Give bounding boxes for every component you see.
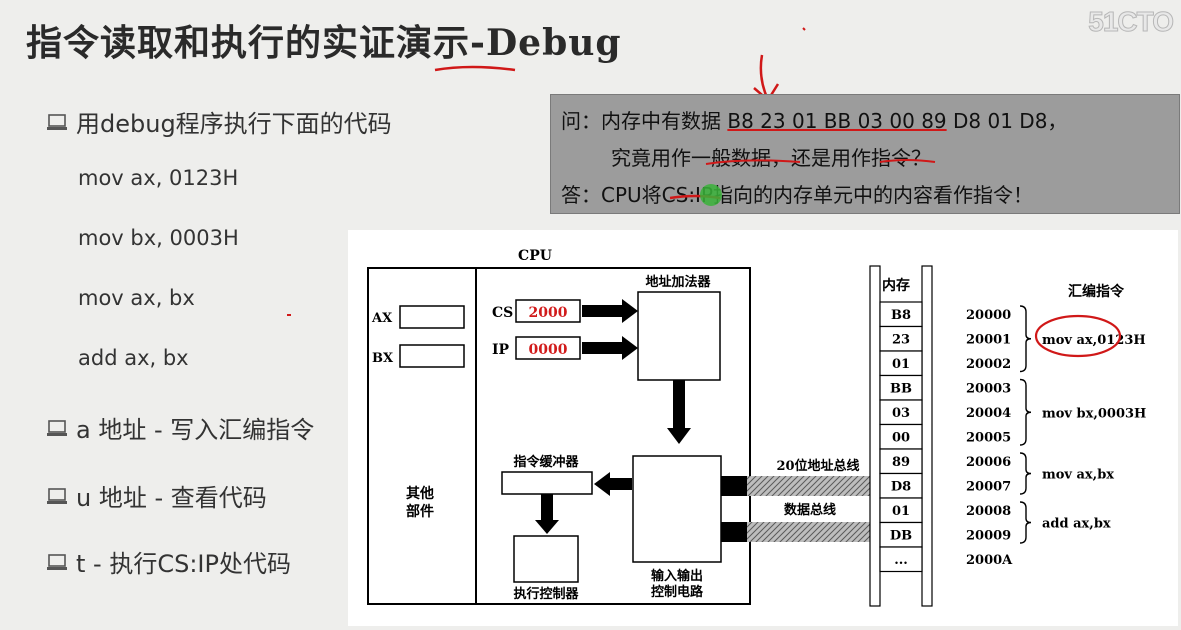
answer-line: 答：CPU将CS:IP指向的内存单元中的内容看作指令！ [561,183,1034,207]
bullet-text: a 地址 - 写入汇编指令 [76,416,315,444]
bullet-text: u 地址 - 查看代码 [76,484,267,512]
asm-instruction: mov bx,0003H [1042,406,1146,421]
memory-address: 20004 [966,406,1011,421]
question-line: 问：内存中有数据 B8 23 01 BB 03 00 89 D8 01 D8， [561,109,1068,133]
memory-address: 20000 [966,308,1011,323]
code-line: mov ax, 0123H [78,166,239,190]
asm-title: 汇编指令 [1068,283,1125,300]
bullet-u-command: u 地址 - 查看代码 [46,478,267,513]
memory-value: D8 [891,480,911,495]
bullet-text: t - 执行CS:IP处代码 [76,550,291,578]
execution-controller [513,535,579,583]
brace [1019,378,1032,446]
address-bus [747,476,870,496]
memory-value: 00 [892,431,910,446]
cpu-label: CPU [518,248,552,264]
qa-box: 问：内存中有数据 B8 23 01 BB 03 00 89 D8 01 D8， … [550,94,1180,214]
ip-value: 0000 [529,342,568,358]
memory-value: DB [890,529,912,544]
cs-register [515,299,581,323]
io-label: 输入输出 [651,568,703,584]
io-control-circuit [632,455,722,563]
brace [1019,452,1032,495]
memory-address: 20001 [966,333,1011,348]
ax-label: AX [371,311,393,326]
memory-value: 89 [892,455,910,470]
annotation-circle [1034,314,1122,358]
other-parts-label: 部件 [406,503,434,520]
address-adder [637,291,721,381]
buffer-label: 指令缓冲器 [513,454,579,470]
memory-address: 20008 [966,504,1011,519]
memory-value: B8 [891,308,911,323]
bx-label: BX [372,351,394,366]
memory-value: ... [894,553,908,568]
memory-value: 01 [892,357,910,372]
bullet-t-command: t - 执行CS:IP处代码 [46,544,291,579]
bullet-text: 用debug程序执行下面的代码 [76,110,392,138]
asm-instruction: mov ax,0123H [1042,333,1146,348]
other-parts-label: 其他 [406,485,434,502]
memory-title: 内存 [882,277,910,294]
memory-cell [879,448,923,475]
brace [1019,305,1032,373]
code-line: mov ax, bx [78,286,195,310]
cs-label: CS [492,305,513,321]
laptop-icon [47,419,67,436]
cpu-memory-diagram: CPU AX BX 其他 部件 CS 2000 IP 0000 地址加法器 输入… [348,230,1178,626]
memory-cell [879,472,923,499]
instruction-buffer [501,471,593,495]
memory-cell [879,350,923,377]
memory-address: 20009 [966,529,1011,544]
laptop-icon [47,553,67,570]
ip-register [515,336,581,360]
question-line-2: 究竟用作一般数据，还是用作指令？ [611,146,931,170]
memory-cell [879,325,923,352]
memory-cell [879,399,923,426]
asm-list: mov ax,0123H mov bx,0003H mov ax,bx add ax,… [1019,305,1146,544]
slide-title: 指令读取和执行的实证演示-Debug [26,22,622,64]
memory-value: 01 [892,504,910,519]
asm-instruction: mov ax,bx [1042,468,1114,483]
memory-value: 03 [892,406,910,421]
exec-label: 执行控制器 [513,586,579,602]
address-bus-label: 20位地址总线 [776,458,859,474]
laptop-icon [47,487,67,504]
bullet-a-command: a 地址 - 写入汇编指令 [46,410,314,445]
data-bus-label: 数据总线 [784,502,836,518]
data-bus [747,522,870,542]
memory-address: 20003 [966,382,1011,397]
memory-address: 2000A [966,553,1013,568]
memory-address: 20006 [966,455,1011,470]
bx-register [399,344,465,368]
code-line: add ax, bx [78,346,189,370]
memory-address: 20005 [966,431,1011,446]
bullet-debug: 用debug程序执行下面的代码 [46,104,392,139]
memory-cell [879,546,923,573]
question-data: B8 23 01 BB 03 00 89 [727,109,947,133]
cpu-box [367,267,751,605]
memory-value: BB [890,382,912,397]
ip-label: IP [492,342,510,358]
ax-register [399,305,465,329]
laptop-icon [47,113,67,130]
code-line: mov bx, 0003H [78,226,239,250]
memory-cell [879,374,923,401]
watermark-logo: 51CTO [1088,6,1175,38]
brace [1019,501,1032,544]
memory-cell [879,423,923,450]
io-label: 控制电路 [651,584,704,600]
memory-cell [879,301,923,328]
adder-label: 地址加法器 [645,274,711,290]
asm-instruction: add ax,bx [1042,517,1111,532]
memory-address: 20007 [966,480,1011,495]
cs-value: 2000 [529,305,568,321]
memory-cell [879,497,923,524]
memory-address: 20002 [966,357,1011,372]
memory-value: 23 [892,333,910,348]
